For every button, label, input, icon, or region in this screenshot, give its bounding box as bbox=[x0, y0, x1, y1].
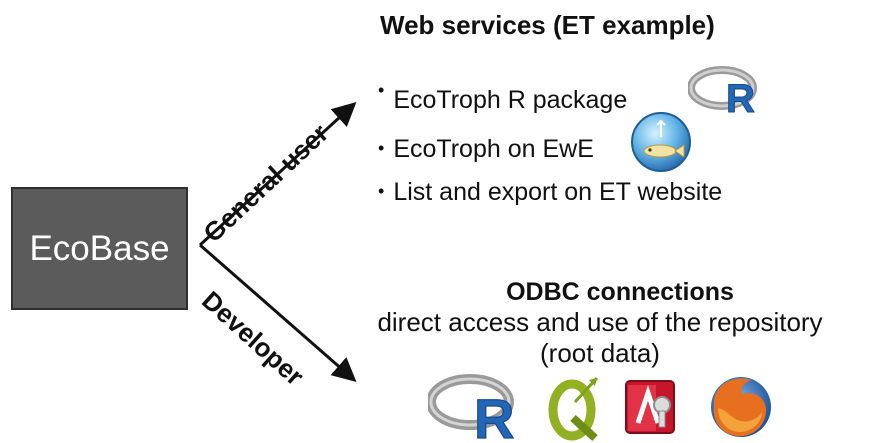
qgis-icon bbox=[545, 372, 605, 442]
web-services-title: Web services (ET example) bbox=[380, 10, 715, 40]
lower-arrow bbox=[199, 243, 357, 382]
bullet-icon: • bbox=[378, 138, 385, 158]
odbc-subtitle-line1: direct access and use of the repository bbox=[377, 307, 823, 337]
ecobase-label: EcoBase bbox=[29, 228, 170, 268]
bullet-icon: • bbox=[378, 181, 385, 201]
list-item: • EcoTroph on EwE bbox=[378, 135, 594, 164]
r-logo-icon: R bbox=[688, 64, 766, 120]
ewe-fish-icon bbox=[630, 111, 692, 173]
ecobase-box: EcoBase bbox=[11, 187, 188, 310]
odbc-subtitle: direct access and use of the repository … bbox=[320, 307, 878, 369]
r-logo-icon: R bbox=[428, 372, 528, 442]
item-label: List and export on ET website bbox=[393, 178, 723, 206]
firefox-icon bbox=[706, 372, 776, 442]
list-item: • EcoTroph R package bbox=[378, 80, 627, 115]
bullet-icon: • bbox=[378, 80, 385, 100]
list-item: • List and export on ET website bbox=[378, 178, 722, 207]
item-label: EcoTroph R package bbox=[393, 86, 628, 114]
ms-access-icon bbox=[618, 375, 684, 441]
svg-text:R: R bbox=[474, 387, 514, 442]
item-label: EcoTroph on EwE bbox=[393, 135, 594, 163]
odbc-title: ODBC connections bbox=[506, 278, 734, 306]
odbc-subtitle-line2: (root data) bbox=[540, 338, 660, 368]
upper-arrow bbox=[198, 101, 357, 247]
svg-text:R: R bbox=[726, 77, 755, 120]
